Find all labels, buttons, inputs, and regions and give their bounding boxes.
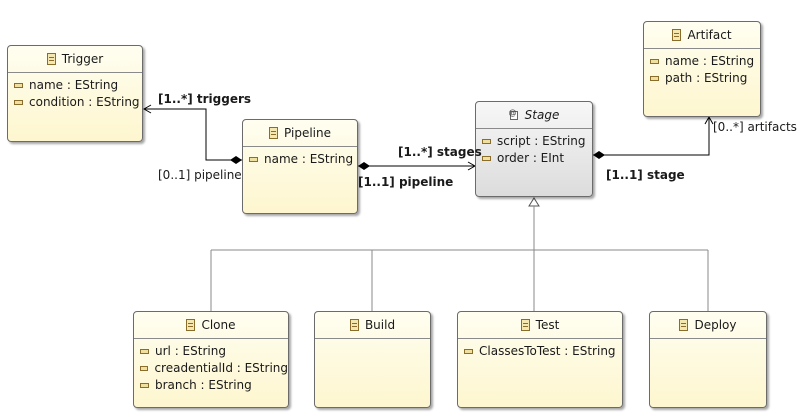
test-class[interactable]: Test ClassesToTest : EString: [457, 311, 623, 408]
class-name: Pipeline: [284, 126, 331, 140]
class-name: Stage: [524, 108, 560, 122]
eattribute-icon: [140, 383, 149, 388]
build-class[interactable]: Build: [314, 311, 431, 408]
attribute-row[interactable]: path : EString: [650, 70, 760, 87]
trigger-pipeline-label: [0..1] pipeline: [158, 168, 242, 182]
triggers-label: [1..*] triggers: [158, 92, 252, 106]
eattribute-icon: [464, 349, 473, 354]
eclass-icon: [46, 53, 56, 65]
artifact-class-header: Artifact: [644, 22, 760, 49]
attribute-row[interactable]: condition : EString: [14, 94, 142, 111]
class-name: Deploy: [694, 318, 737, 332]
build-class-header: Build: [315, 312, 430, 339]
attribute-row[interactable]: script : EString: [482, 133, 592, 150]
eclass-icon: [186, 319, 196, 331]
eattribute-icon: [650, 76, 659, 81]
artifact-stage-label: [1..1] stage: [606, 168, 685, 182]
artifacts-reference-line[interactable]: [593, 117, 710, 156]
eclass-icon: [269, 127, 279, 139]
eattribute-icon: [650, 59, 659, 64]
artifact-class[interactable]: Artifact name : EString path : EString: [643, 21, 761, 117]
stage-class[interactable]: @ Stage script : EString order : EInt: [475, 101, 593, 197]
eattribute-icon: [14, 100, 23, 105]
artifacts-containment-diamond: [593, 151, 605, 159]
class-name: Build: [364, 318, 396, 332]
eattribute-icon: [140, 349, 149, 354]
pipeline-class-header: Pipeline: [243, 120, 357, 147]
inheritance-lines[interactable]: [210, 206, 709, 311]
triggers-reference-line[interactable]: [144, 108, 242, 161]
attribute-row[interactable]: name : EString: [650, 53, 760, 70]
inheritance-triangle: [528, 197, 540, 207]
deploy-class-header: Deploy: [650, 312, 766, 339]
artifacts-label: [0..*] artifacts: [713, 120, 797, 134]
trigger-class[interactable]: Trigger name : EString condition : EStri…: [7, 45, 143, 142]
eclass-icon: [349, 319, 359, 331]
attribute-row[interactable]: name : EString: [14, 77, 142, 94]
eattribute-icon: [140, 366, 149, 371]
attribute-row[interactable]: ClassesToTest : EString: [464, 343, 622, 360]
stages-containment-diamond: [358, 162, 370, 170]
abstract-class-icon: @: [509, 109, 519, 121]
eattribute-icon: [482, 139, 491, 144]
stage-pipeline-label: [1..1] pipeline: [358, 175, 454, 189]
clone-class[interactable]: Clone url : EString creadentialId : EStr…: [133, 311, 289, 408]
attribute-row[interactable]: name : EString: [249, 151, 357, 168]
class-name: Test: [535, 318, 560, 332]
stage-class-header: @ Stage: [476, 102, 592, 129]
eattribute-icon: [482, 156, 491, 161]
eclass-icon: [672, 29, 682, 41]
triggers-containment-diamond: [230, 156, 242, 164]
test-class-header: Test: [458, 312, 622, 339]
triggers-arrowhead: [142, 104, 152, 114]
clone-class-header: Clone: [134, 312, 288, 339]
eclass-icon: [520, 319, 530, 331]
attribute-row[interactable]: creadentialId : EString: [140, 360, 288, 377]
eattribute-icon: [14, 83, 23, 88]
artifacts-arrowhead: [704, 115, 714, 125]
class-name: Artifact: [687, 28, 732, 42]
trigger-class-header: Trigger: [8, 46, 142, 73]
attribute-row[interactable]: url : EString: [140, 343, 288, 360]
attribute-row[interactable]: order : EInt: [482, 150, 592, 167]
class-name: Clone: [201, 318, 236, 332]
stages-label: [1..*] stages: [398, 145, 482, 159]
attribute-row[interactable]: branch : EString: [140, 377, 288, 394]
pipeline-class[interactable]: Pipeline name : EString: [242, 119, 358, 214]
eclass-icon: [679, 319, 689, 331]
class-name: Trigger: [61, 52, 104, 66]
deploy-class[interactable]: Deploy: [649, 311, 767, 408]
eattribute-icon: [249, 157, 258, 162]
